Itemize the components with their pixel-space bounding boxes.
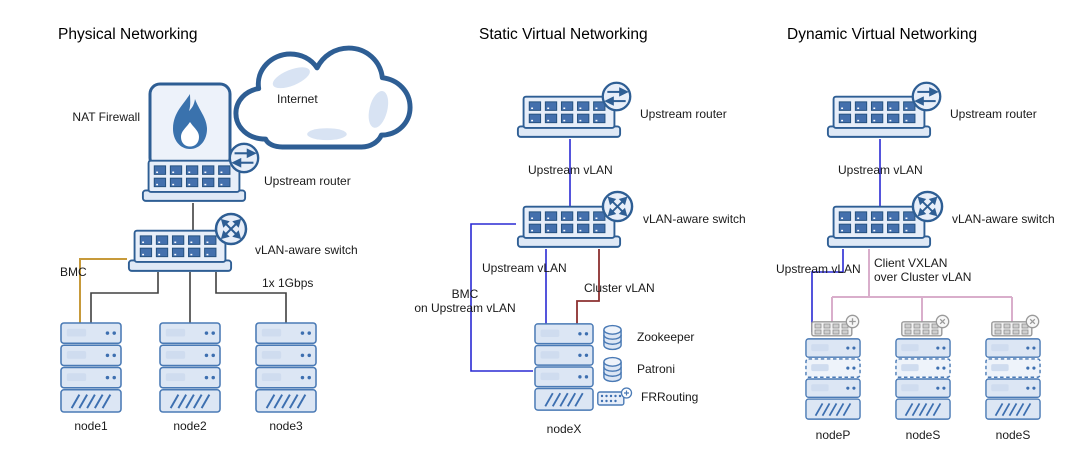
- link-physical-switch-to-node1: [90, 272, 159, 323]
- dynamic-upstream-router-label: Upstream router: [950, 107, 1037, 121]
- patroni-database-icon: [602, 356, 623, 383]
- internet-label: Internet: [277, 92, 318, 106]
- static-vlan-switch-label: vLAN-aware switch: [643, 212, 746, 226]
- static-title: Static Virtual Networking: [479, 26, 648, 43]
- dynamic-vxlan-label: Client VXLAN over Cluster vLAN: [874, 256, 971, 284]
- nodex-server-stack: [534, 323, 594, 411]
- nodes2-vtep-badge-icon: [1025, 314, 1040, 329]
- node2-label: node2: [173, 419, 207, 433]
- link-dynamic-upstream-vlan-node: [811, 249, 844, 332]
- nodex-label: nodeX: [546, 422, 582, 436]
- switch-badge-icon: [600, 189, 635, 224]
- patroni-label: Patroni: [637, 362, 676, 376]
- static-upstream-router-label: Upstream router: [640, 107, 727, 121]
- link-dynamic-vxlan: [831, 249, 1013, 322]
- nodes1-server-stack: [895, 338, 951, 420]
- static-cluster-vlan-label: Cluster vLAN: [584, 281, 655, 295]
- link-physical-switch-to-node3: [215, 272, 287, 323]
- zookeeper-database-icon: [602, 324, 623, 351]
- bmc-label: BMC: [60, 265, 87, 279]
- dynamic-vxlan-label-line2: over Cluster vLAN: [874, 270, 972, 284]
- node1-label: node1: [74, 419, 108, 433]
- dynamic-title: Dynamic Virtual Networking: [787, 26, 978, 43]
- link-static-cluster-vlan: [576, 249, 600, 324]
- node3-label: node3: [269, 419, 303, 433]
- nodep-label: nodeP: [815, 428, 851, 442]
- nodes2-label: nodeS: [995, 428, 1031, 442]
- static-upstream-vlan-bottom-label: Upstream vLAN: [482, 261, 567, 275]
- router-badge-icon: [600, 80, 633, 113]
- nat-firewall-label: NAT Firewall: [72, 110, 140, 124]
- nodep-server-stack: [805, 338, 861, 420]
- dynamic-upstream-vlan-top-label: Upstream vLAN: [838, 163, 923, 177]
- frrouting-label: FRRouting: [641, 390, 699, 404]
- link-static-bmc-vlan: [470, 223, 533, 372]
- router-badge-icon: [227, 141, 261, 175]
- physical-vlan-switch-label: vLAN-aware switch: [255, 243, 358, 257]
- nodes2-server-stack: [985, 338, 1041, 420]
- physical-upstream-router-label: Upstream router: [264, 174, 351, 188]
- static-bmc-label: BMC on Upstream vLAN: [405, 287, 525, 315]
- node2-server-stack: [159, 322, 221, 413]
- static-bmc-label-line2: on Upstream vLAN: [414, 301, 516, 315]
- nodes1-vtep-badge-icon: [935, 314, 950, 329]
- nodes1-label: nodeS: [905, 428, 941, 442]
- physical-title: Physical Networking: [58, 26, 198, 43]
- static-upstream-vlan-top-label: Upstream vLAN: [528, 163, 613, 177]
- node3-server-stack: [255, 322, 317, 413]
- switch-badge-icon: [910, 189, 945, 224]
- frrouting-icon: [597, 387, 633, 407]
- nat-firewall-icon: [148, 82, 232, 170]
- router-badge-icon: [910, 80, 943, 113]
- link-physical-bmc: [79, 258, 127, 323]
- nodep-vtep-badge-icon: [845, 314, 860, 329]
- dynamic-vxlan-label-line1: Client VXLAN: [874, 256, 948, 270]
- zookeeper-label: Zookeeper: [637, 330, 695, 344]
- uplink-speed-label: 1x 1Gbps: [262, 276, 314, 290]
- dynamic-upstream-vlan-bottom-label: Upstream vLAN: [776, 262, 861, 276]
- node1-server-stack: [60, 322, 122, 413]
- dynamic-vlan-switch-label: vLAN-aware switch: [952, 212, 1055, 226]
- static-bmc-label-line1: BMC: [451, 287, 479, 301]
- switch-badge-icon: [213, 211, 249, 247]
